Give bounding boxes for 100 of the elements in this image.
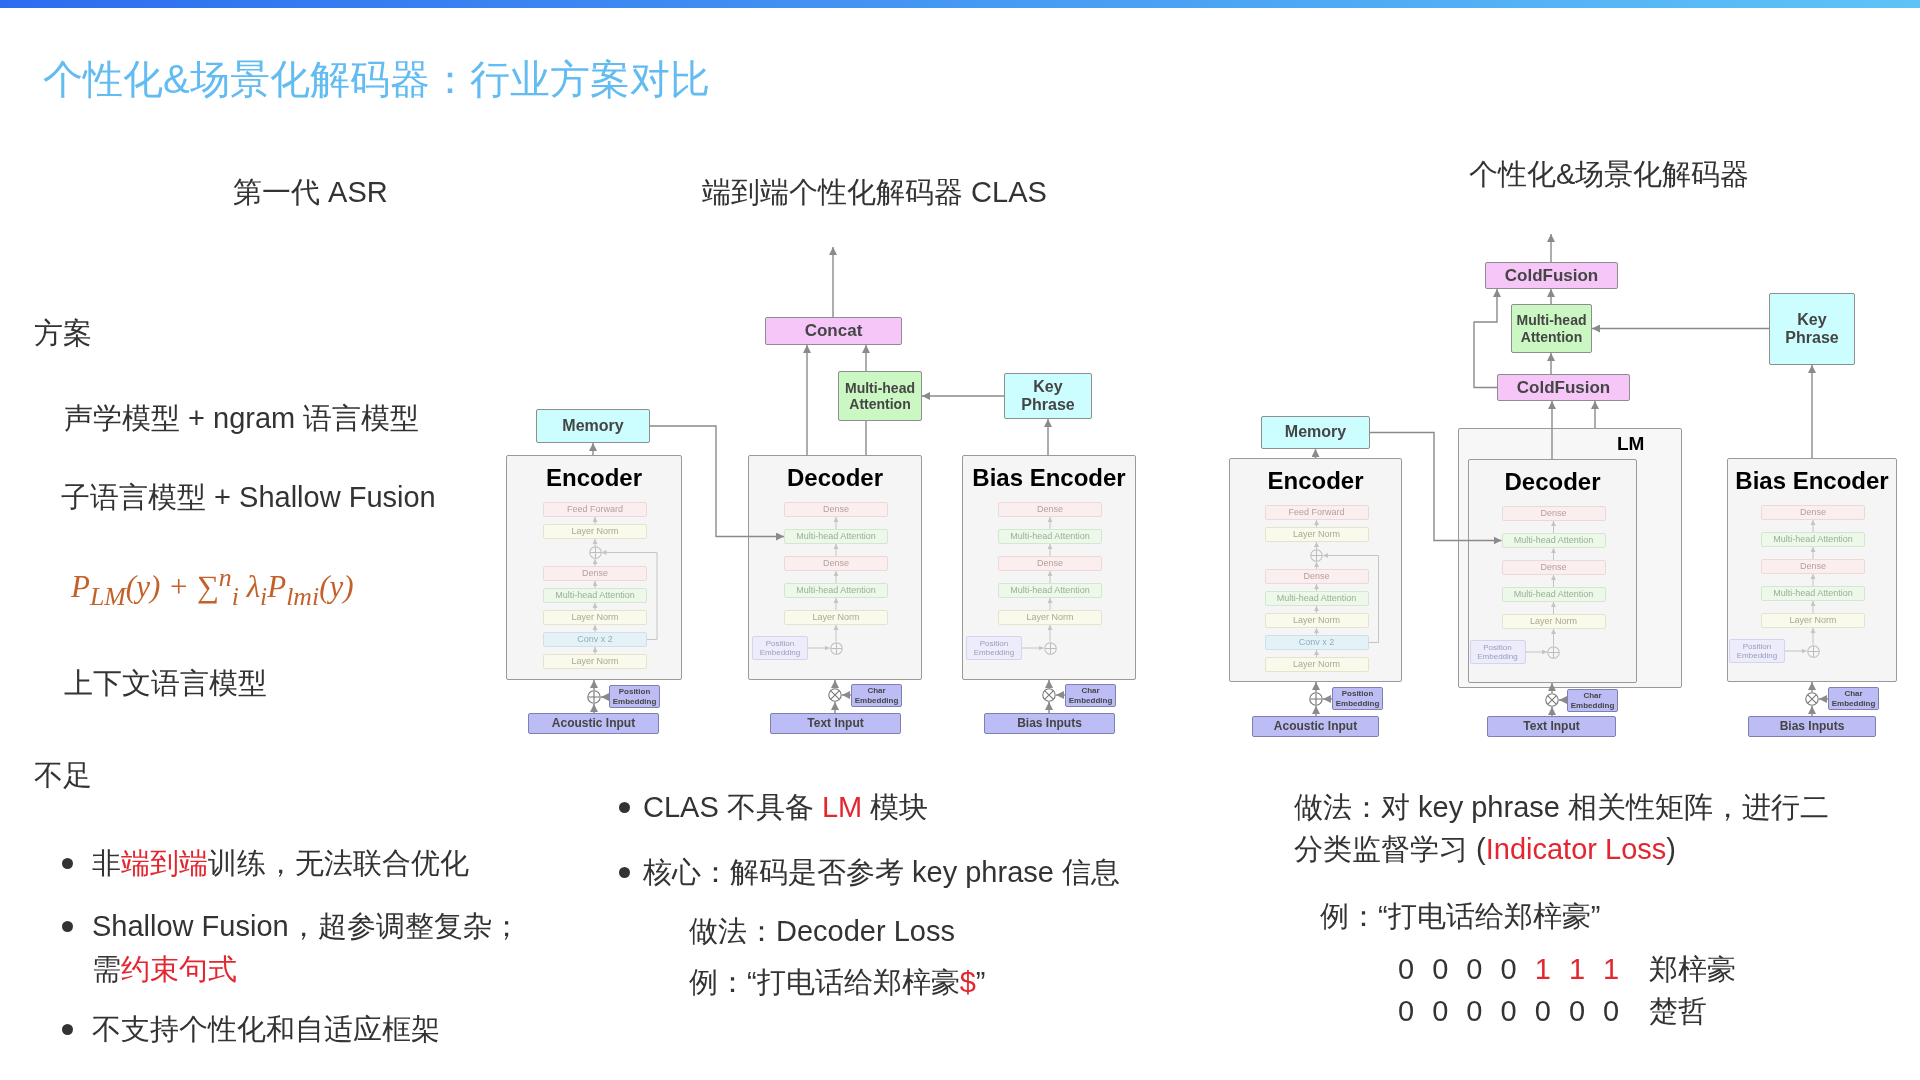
concat-box: Concat [765, 317, 902, 345]
sublayer-box: Dense [1761, 505, 1865, 520]
sublayer-box: Multi-head Attention [784, 583, 888, 598]
arrow [1047, 624, 1053, 642]
arrow [1808, 681, 1816, 693]
arrow [862, 344, 870, 372]
cross-circle-icon [1805, 692, 1819, 706]
arrow [1311, 448, 1320, 459]
arrow [1547, 288, 1555, 305]
embedding-box: Position Embedding [1332, 687, 1383, 710]
arrow [1047, 570, 1053, 584]
decoder-panel [748, 455, 922, 680]
embedding-box: Position Embedding [1469, 640, 1526, 664]
sublayer-box: Layer Norm [543, 654, 647, 669]
arrow [590, 679, 598, 691]
arrow [841, 691, 852, 699]
memory-box: Memory [536, 409, 650, 443]
example-text: 例：“打电话给郑梓豪$” [689, 965, 986, 1000]
arrow [590, 703, 598, 714]
slide-title: 个性化&场景化解码器：行业方案对比 [43, 56, 710, 103]
arrow [1551, 628, 1556, 646]
arrow [1314, 541, 1319, 550]
arrow [1021, 645, 1044, 651]
arrow [592, 602, 598, 611]
sublayer-box: Feed Forward [1264, 505, 1369, 520]
arrow [833, 516, 839, 530]
sublayer-box: Dense [998, 556, 1102, 571]
arrow [833, 624, 839, 642]
key-phrase-box: Key Phrase [1004, 373, 1092, 419]
plus-circle-icon [587, 690, 601, 704]
arrow [807, 645, 830, 651]
arrow [833, 543, 839, 557]
section-heading: 端到端个性化解码器 CLAS [702, 175, 1047, 210]
cross-circle-icon [828, 688, 842, 702]
sublayer-box: Layer Norm [1264, 657, 1369, 672]
arrow [1047, 543, 1053, 557]
sublayer-box: Dense [1501, 506, 1606, 521]
sublayer-box: Layer Norm [543, 524, 647, 539]
panel-title: Decoder [1504, 467, 1601, 497]
arrow [1551, 520, 1556, 534]
arrow [1314, 583, 1319, 592]
sublayer-box: Dense [998, 502, 1102, 517]
sublayer-box: Multi-head Attention [1761, 532, 1865, 547]
sublayer-box: Dense [784, 502, 888, 517]
memory-box: Memory [1261, 416, 1370, 449]
arrow [1312, 681, 1320, 693]
input-box: Text Input [770, 713, 901, 734]
panel-title: Encoder [1267, 466, 1364, 496]
arrow [1810, 519, 1816, 533]
embedding-box: Position Embedding [609, 685, 660, 708]
cross-circle-icon [1545, 693, 1559, 707]
arrow [1314, 561, 1319, 570]
example-text: 例：“打电话给郑梓豪” [1320, 899, 1601, 934]
bullet-text: 核心：解码是否参考 key phrase 信息 [643, 855, 1120, 890]
plus-circle-icon [829, 641, 843, 655]
decoder-panel [1468, 459, 1637, 683]
input-box: Acoustic Input [1252, 716, 1379, 737]
arrow [592, 516, 598, 525]
arrow [1591, 324, 1770, 333]
arrow [1551, 601, 1556, 615]
sublayer-box: Multi-head Attention [1264, 591, 1369, 606]
attention-box: Multi-head Attention [838, 371, 922, 421]
arrow [1314, 649, 1319, 658]
embedding-box: Position Embedding [1729, 639, 1785, 663]
arrow [1314, 605, 1319, 614]
arrow [1548, 706, 1556, 717]
bias-encoder-panel [1727, 458, 1897, 682]
arrow [1810, 573, 1816, 587]
plus-circle-icon [1547, 645, 1560, 659]
arrow [1784, 648, 1807, 654]
arrow [1547, 233, 1555, 263]
plus-circle-icon [1806, 644, 1820, 658]
arrow [1047, 516, 1053, 530]
encoder-panel [1229, 458, 1402, 682]
note-text: 做法：Decoder Loss [689, 914, 955, 949]
cross-circle-icon [1042, 688, 1056, 702]
sublayer-box: Conv x 2 [1264, 635, 1369, 650]
input-box: Bias Inputs [984, 713, 1115, 734]
arrow [833, 570, 839, 584]
encoder-panel [506, 455, 682, 680]
sublayer-box: Multi-head Attention [543, 588, 647, 603]
arrow [1818, 695, 1829, 703]
arrow [1055, 691, 1066, 699]
bullet-text: 非端到端训练，无法联合优化 [92, 846, 469, 881]
cold-fusion-box: ColdFusion [1497, 374, 1630, 401]
arrow [1810, 627, 1816, 645]
arrow [592, 580, 598, 589]
arrow [1551, 574, 1556, 588]
arrow [1591, 400, 1599, 429]
arrow [1547, 352, 1555, 375]
embedding-box: Char Embedding [851, 684, 902, 707]
embedding-box: Char Embedding [1065, 684, 1116, 707]
sublayer-box: Dense [543, 566, 647, 581]
method-text: 声学模型 + ngram 语言模型 [64, 401, 420, 436]
arrow [1473, 288, 1501, 389]
arrow [1044, 418, 1052, 456]
arrow [1548, 400, 1556, 460]
arrow [1810, 546, 1816, 560]
arrow [1548, 682, 1556, 694]
arrow [600, 693, 610, 701]
